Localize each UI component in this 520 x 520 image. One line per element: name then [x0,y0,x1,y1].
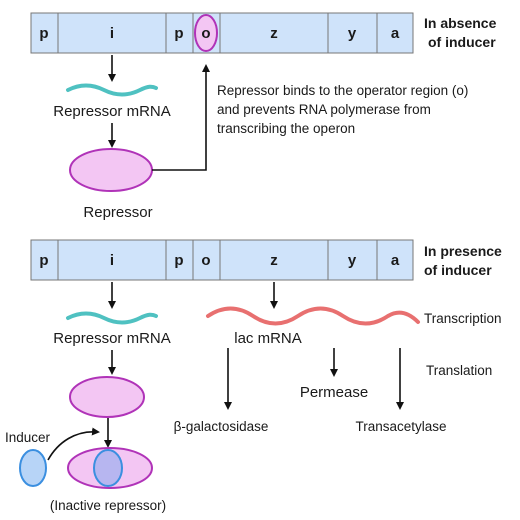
top-repressor-label: Repressor [83,204,152,221]
transcription-label: Transcription [424,311,502,326]
top-note-line1: Repressor binds to the operator region (… [217,83,468,98]
bottom-segment-label-o: o [201,252,210,269]
top-repressor-shape [69,148,153,192]
top-segment-label-z: z [270,25,278,42]
bottom-gene-segment-p1 [30,239,59,281]
top-repressor-mrna-label: Repressor mRNA [53,103,171,120]
top-segment-label-i: i [110,25,114,42]
top-note-line2: and prevents RNA polymerase from [217,102,431,117]
lac-mrna-label: lac mRNA [234,330,302,347]
beta-galactosidase-label: β-galactosidase [174,419,269,434]
top-gene-segment-p2 [165,12,194,54]
top-segment-label-y: y [348,25,357,42]
bottom-segment-label-y: y [348,252,357,269]
top-gene-segment-a [376,12,414,54]
bottom-gene-bar: p i p o z y a [30,239,414,281]
transacetylase-label: Transacetylase [355,419,446,434]
top-gene-segment-z [219,12,329,54]
arrow-repressor-to-operator [152,64,210,171]
top-segment-label-o: o [201,25,210,42]
bottom-condition-line1: In presence [424,243,502,259]
bottom-gene-segment-a [376,239,414,281]
bottom-segment-label-p1: p [39,252,48,269]
top-note-line3: transcribing the operon [217,121,355,136]
bottom-gene-segment-p2 [165,239,194,281]
bottom-segment-label-z: z [270,252,278,269]
top-segment-label-p1: p [39,25,48,42]
bound-repressor [194,14,218,52]
bottom-repressor-mrna-label: Repressor mRNA [53,330,171,347]
bound-inducer-shape [93,449,123,487]
bottom-segment-label-p2: p [174,252,183,269]
translation-label: Translation [426,363,492,378]
top-gene-segment-i [57,12,167,54]
inactive-repressor-label: (Inactive repressor) [50,498,166,513]
bottom-segment-label-i: i [110,252,114,269]
bottom-condition-line2: of inducer [424,262,492,278]
top-gene-segment-p1 [30,12,59,54]
top-condition-line2: of inducer [428,34,496,50]
lac-mrna-wave [206,306,420,326]
bottom-gene-segment-i [57,239,167,281]
top-gene-bar: p i p o z y a [30,12,414,54]
top-panel: p i p o z y a In absence of inducer Repr… [30,12,497,221]
arrow-inducer-binding [47,427,100,461]
inducer-label: Inducer [5,430,51,445]
permease-label: Permease [300,384,368,401]
bottom-repressor-mrna-wave [66,311,158,325]
bottom-repressor-shape [69,376,145,418]
bottom-gene-segment-y [327,239,378,281]
top-segment-label-p2: p [174,25,183,42]
top-segment-label-a: a [391,25,400,42]
top-gene-segment-y [327,12,378,54]
bottom-gene-segment-z [219,239,329,281]
top-condition-line1: In absence [424,15,497,31]
top-repressor-mrna-wave [66,83,158,97]
bottom-gene-segment-o [192,239,221,281]
bottom-segment-label-a: a [391,252,400,269]
bottom-panel: p i p o z y a In presence of inducer Rep… [5,239,502,513]
free-inducer-shape [19,449,47,487]
